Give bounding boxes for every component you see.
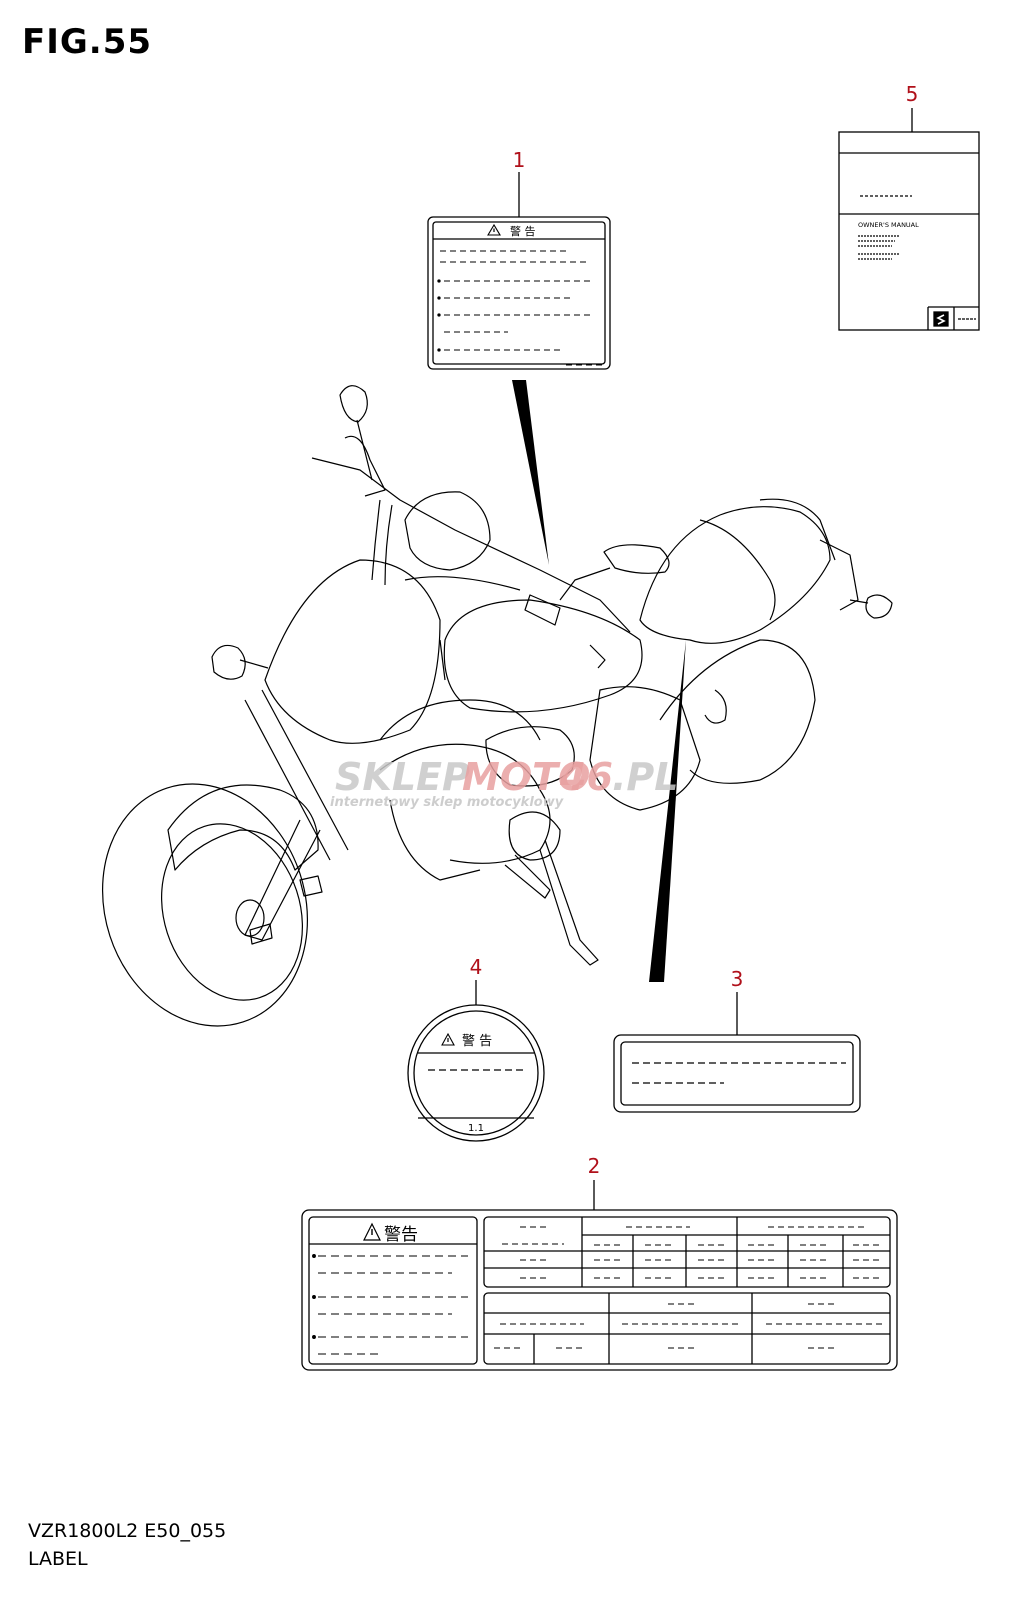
owners-manual-drawing[interactable]: OWNER'S MANUAL xyxy=(838,108,980,331)
watermark-tagline: internetowy sklep motocyklowy xyxy=(330,795,564,810)
callout-1[interactable]: 1 xyxy=(512,148,526,172)
figure-title: FIG.55 xyxy=(22,22,153,62)
watermark: SKLEP MOTO 46 .PL internetowy sklep moto… xyxy=(330,755,679,810)
suzuki-logo-icon xyxy=(933,311,949,327)
callout-5[interactable]: 5 xyxy=(905,82,919,106)
round-label-value: 1.1 xyxy=(468,1123,484,1134)
callout-4[interactable]: 4 xyxy=(469,955,483,979)
warning-triangle-icon xyxy=(487,223,501,236)
warning-glyphs-4: 警 告 xyxy=(462,1033,492,1049)
warning-label-top-drawing[interactable]: 警 告 xyxy=(427,172,611,370)
warning-glyphs-1: 警 告 xyxy=(510,224,536,238)
manual-title-text: OWNER'S MANUAL xyxy=(858,221,919,229)
information-label-large-drawing[interactable]: 警告 xyxy=(301,1180,898,1371)
motorcycle-outline xyxy=(101,385,893,1027)
watermark-brand-d: .PL xyxy=(612,755,679,799)
model-code: VZR1800L2 E50_055 xyxy=(28,1520,227,1542)
watermark-brand-a: SKLEP xyxy=(335,755,470,799)
leader-label-3 xyxy=(649,640,686,982)
section-name: LABEL xyxy=(28,1548,88,1570)
rectangular-label-drawing[interactable] xyxy=(613,992,861,1113)
warning-glyphs-2: 警告 xyxy=(384,1225,418,1245)
watermark-brand-c: 46 xyxy=(559,755,613,799)
callout-3[interactable]: 3 xyxy=(730,967,744,991)
warning-triangle-icon xyxy=(363,1222,381,1241)
leader-label-1 xyxy=(512,380,549,565)
round-warning-label-drawing[interactable]: 警 告 1.1 xyxy=(407,980,545,1142)
watermark-brand-b: MOTO xyxy=(462,755,590,799)
warning-triangle-icon xyxy=(441,1032,455,1046)
callout-2[interactable]: 2 xyxy=(587,1154,601,1178)
